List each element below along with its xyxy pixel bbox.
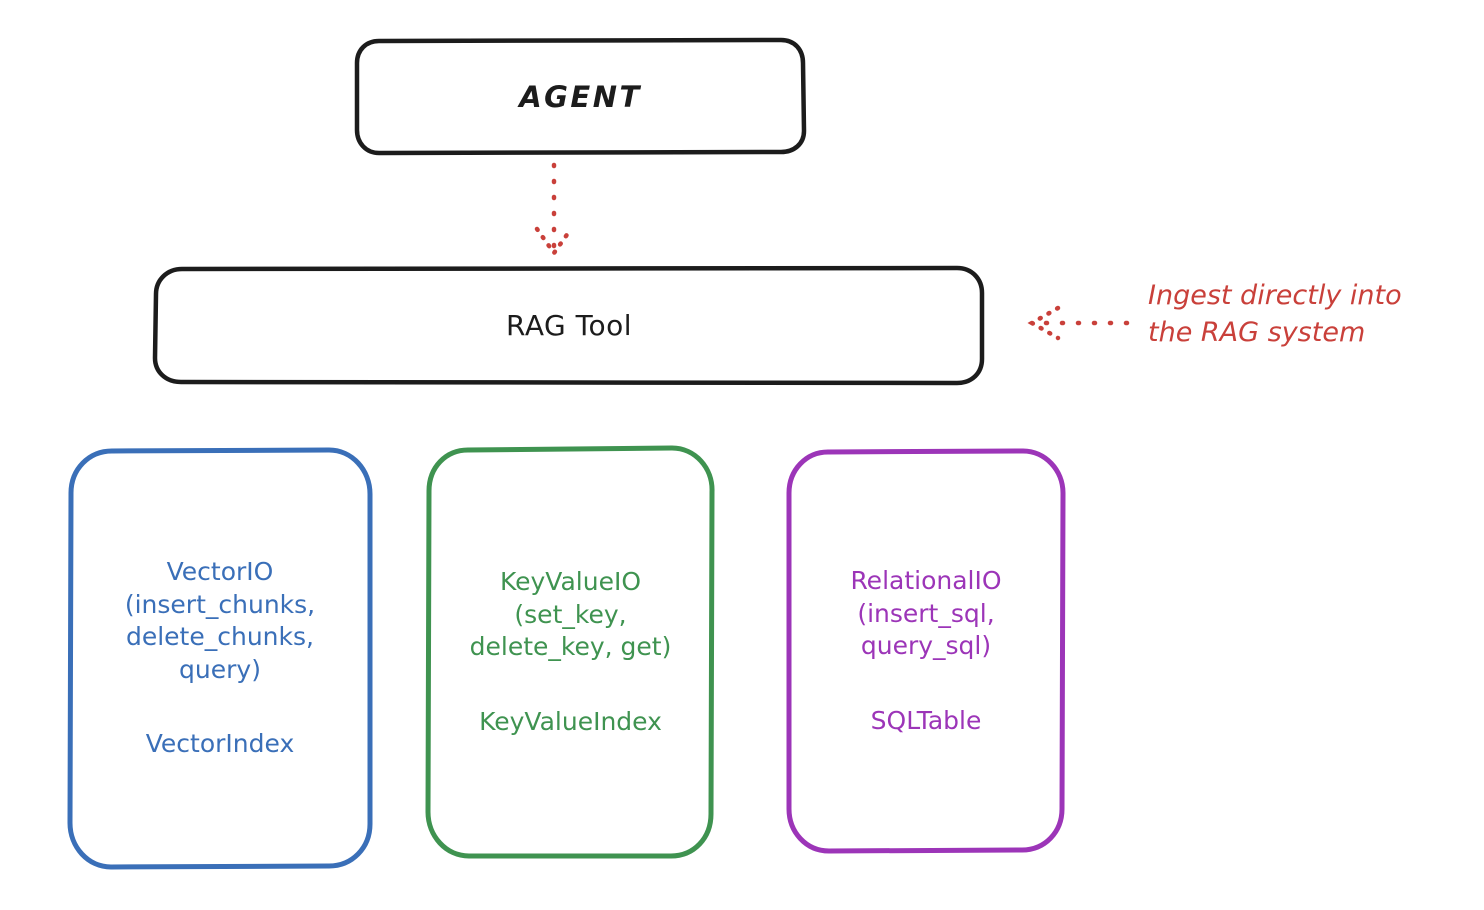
relational-io-node[interactable]: RelationalIO (insert_sql, query_sql) SQL… xyxy=(789,451,1063,851)
rag-tool-label: RAG Tool xyxy=(506,309,632,342)
relational-io-box-outline xyxy=(786,448,1066,854)
vector-io-node[interactable]: VectorIO (insert_chunks, delete_chunks, … xyxy=(70,450,370,867)
agent-box-outline xyxy=(354,37,807,156)
key-value-io-box-outline xyxy=(425,445,715,859)
agent-to-rag-arrowhead xyxy=(534,226,574,257)
ingest-annotation-text: Ingest directly into the RAG system xyxy=(1148,280,1402,349)
agent-node[interactable]: AGENT xyxy=(357,40,804,153)
rag-tool-box-outline xyxy=(152,265,985,386)
key-value-io-index-label: KeyValueIndex xyxy=(479,706,662,736)
vector-io-box-outline xyxy=(67,447,373,870)
rag-tool-node[interactable]: RAG Tool xyxy=(155,268,983,383)
vector-io-index-label: VectorIndex xyxy=(145,729,295,759)
relational-io-index-label: SQLTable xyxy=(870,705,982,735)
key-value-io-title: KeyValueIO (set_key, delete_key, get) xyxy=(469,567,672,661)
key-value-io-node[interactable]: KeyValueIO (set_key, delete_key, get) Ke… xyxy=(428,448,713,856)
ingest-to-rag-arrowhead xyxy=(1027,305,1061,341)
agent-label: AGENT xyxy=(519,79,642,114)
relational-io-title: RelationalIO (insert_sql, query_sql) xyxy=(850,566,1002,660)
vector-io-title: VectorIO (insert_chunks, delete_chunks, … xyxy=(124,557,316,684)
